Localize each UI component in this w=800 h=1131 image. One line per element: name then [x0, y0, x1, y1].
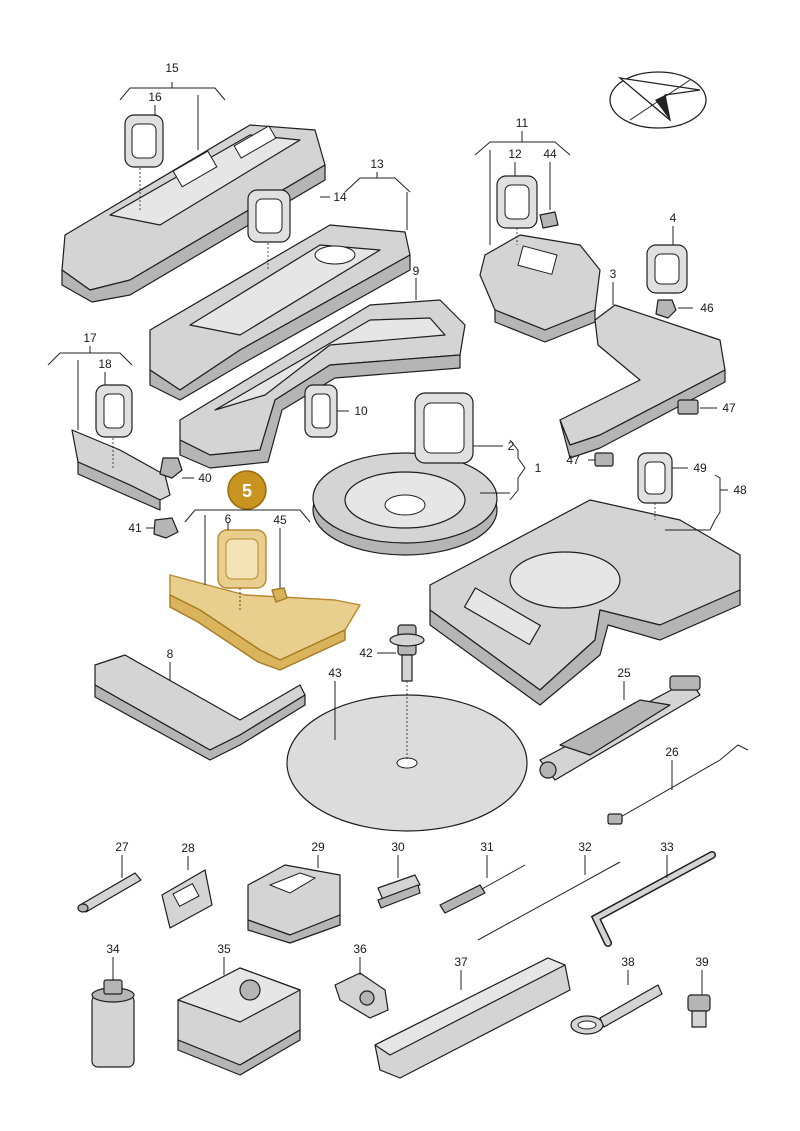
part-13-foam-tray[interactable]	[149, 224, 411, 401]
part-49-frame[interactable]	[637, 452, 673, 504]
part-4-frame[interactable]	[646, 244, 688, 294]
callout-28[interactable]: 28	[181, 841, 195, 855]
callout-8[interactable]: 8	[167, 647, 174, 661]
part-35-compressor[interactable]	[177, 967, 301, 1076]
part-47-block-a[interactable]	[677, 399, 699, 415]
callout-36[interactable]: 36	[353, 942, 367, 956]
part-44-clip[interactable]	[539, 211, 559, 229]
part-31-screwdriver[interactable]	[439, 864, 526, 914]
part-5-highlighted-tray[interactable]	[169, 574, 361, 671]
part-37-case[interactable]	[374, 957, 571, 1079]
callout-17[interactable]: 17	[83, 331, 97, 345]
callout-45[interactable]: 45	[273, 513, 287, 527]
part-32-rod[interactable]	[477, 861, 621, 941]
callout-47-left[interactable]: 47	[566, 453, 580, 467]
callout-31[interactable]: 31	[480, 840, 494, 854]
part-30-clip[interactable]	[377, 874, 421, 909]
callout-16[interactable]: 16	[148, 90, 162, 104]
callout-11[interactable]: 11	[516, 116, 529, 130]
callout-labels: 15 16 13 14 9 11 12 44 4 3 46 47 47 49 4…	[83, 61, 747, 969]
arrow-direction-icon	[609, 71, 707, 129]
callout-2[interactable]: 2	[508, 439, 515, 453]
part-47-block-b[interactable]	[594, 452, 614, 467]
part-27-pin[interactable]	[77, 872, 142, 913]
part-16-frame[interactable]	[124, 114, 164, 168]
callout-34[interactable]: 34	[106, 942, 120, 956]
callout-47-right[interactable]: 47	[722, 401, 736, 415]
part-39-bolt[interactable]	[687, 994, 711, 1028]
callout-1[interactable]: 1	[535, 461, 542, 475]
part-46-nut[interactable]	[655, 299, 677, 319]
callout-10[interactable]: 10	[354, 404, 368, 418]
part-40-nut[interactable]	[159, 457, 183, 479]
callout-4[interactable]: 4	[670, 211, 677, 225]
callout-25[interactable]: 25	[617, 666, 631, 680]
part-17-bracket[interactable]	[71, 429, 171, 511]
callout-13[interactable]: 13	[370, 157, 384, 171]
callout-33[interactable]: 33	[660, 840, 674, 854]
callout-48[interactable]: 48	[733, 483, 747, 497]
highlight-badge-label: 5	[242, 481, 252, 501]
callout-42[interactable]: 42	[359, 646, 373, 660]
callout-35[interactable]: 35	[217, 942, 231, 956]
callout-43[interactable]: 43	[328, 666, 342, 680]
part-26-crank[interactable]	[607, 744, 749, 825]
part-12-frame[interactable]	[496, 175, 538, 229]
part-33-wrench[interactable]	[590, 851, 716, 947]
part-36-adapter[interactable]	[334, 972, 389, 1019]
part-29-block[interactable]	[247, 864, 341, 944]
callout-26[interactable]: 26	[665, 745, 679, 759]
part-45-clip[interactable]	[271, 587, 288, 603]
part-10-frame[interactable]	[304, 384, 338, 438]
callout-39[interactable]: 39	[695, 955, 709, 969]
leader-lines	[47, 82, 728, 995]
part-1-wheel-bowl[interactable]	[312, 452, 498, 556]
part-48-floor-tray[interactable]	[429, 499, 741, 706]
part-2-frame[interactable]	[414, 392, 474, 464]
part-11-insert[interactable]	[479, 234, 601, 343]
callout-27[interactable]: 27	[115, 840, 129, 854]
callout-9[interactable]: 9	[413, 264, 420, 278]
callout-41[interactable]: 41	[128, 521, 142, 535]
part-15-foam-tray[interactable]	[61, 124, 326, 303]
callout-37[interactable]: 37	[454, 955, 468, 969]
callout-18[interactable]: 18	[98, 357, 112, 371]
callout-40[interactable]: 40	[198, 471, 212, 485]
part-43-disc[interactable]	[286, 694, 528, 832]
part-34-bottle[interactable]	[91, 979, 135, 1068]
highlight-badge[interactable]: 5	[227, 470, 267, 510]
part-8-tray[interactable]	[94, 654, 306, 761]
part-28-plate[interactable]	[161, 869, 213, 929]
part-9-foam-tray[interactable]	[179, 299, 466, 469]
part-18-frame[interactable]	[95, 384, 133, 438]
part-14-frame[interactable]	[247, 189, 291, 243]
callout-44[interactable]: 44	[543, 147, 557, 161]
part-41-clip[interactable]	[153, 517, 179, 539]
part-25-jack[interactable]	[539, 675, 701, 781]
callout-14[interactable]: 14	[333, 190, 347, 204]
callout-30[interactable]: 30	[391, 840, 405, 854]
part-42-screw[interactable]	[389, 624, 425, 682]
callout-3[interactable]: 3	[610, 267, 617, 281]
callout-49[interactable]: 49	[693, 461, 707, 475]
callout-29[interactable]: 29	[311, 840, 325, 854]
callout-46[interactable]: 46	[700, 301, 714, 315]
part-6-frame[interactable]	[217, 529, 267, 589]
callout-15[interactable]: 15	[165, 61, 179, 75]
callout-38[interactable]: 38	[621, 955, 635, 969]
part-38-tow-eye[interactable]	[570, 984, 663, 1035]
callout-12[interactable]: 12	[508, 147, 522, 161]
part-3-bracket[interactable]	[559, 304, 726, 459]
callout-6[interactable]: 6	[225, 512, 232, 526]
callout-32[interactable]: 32	[578, 840, 592, 854]
